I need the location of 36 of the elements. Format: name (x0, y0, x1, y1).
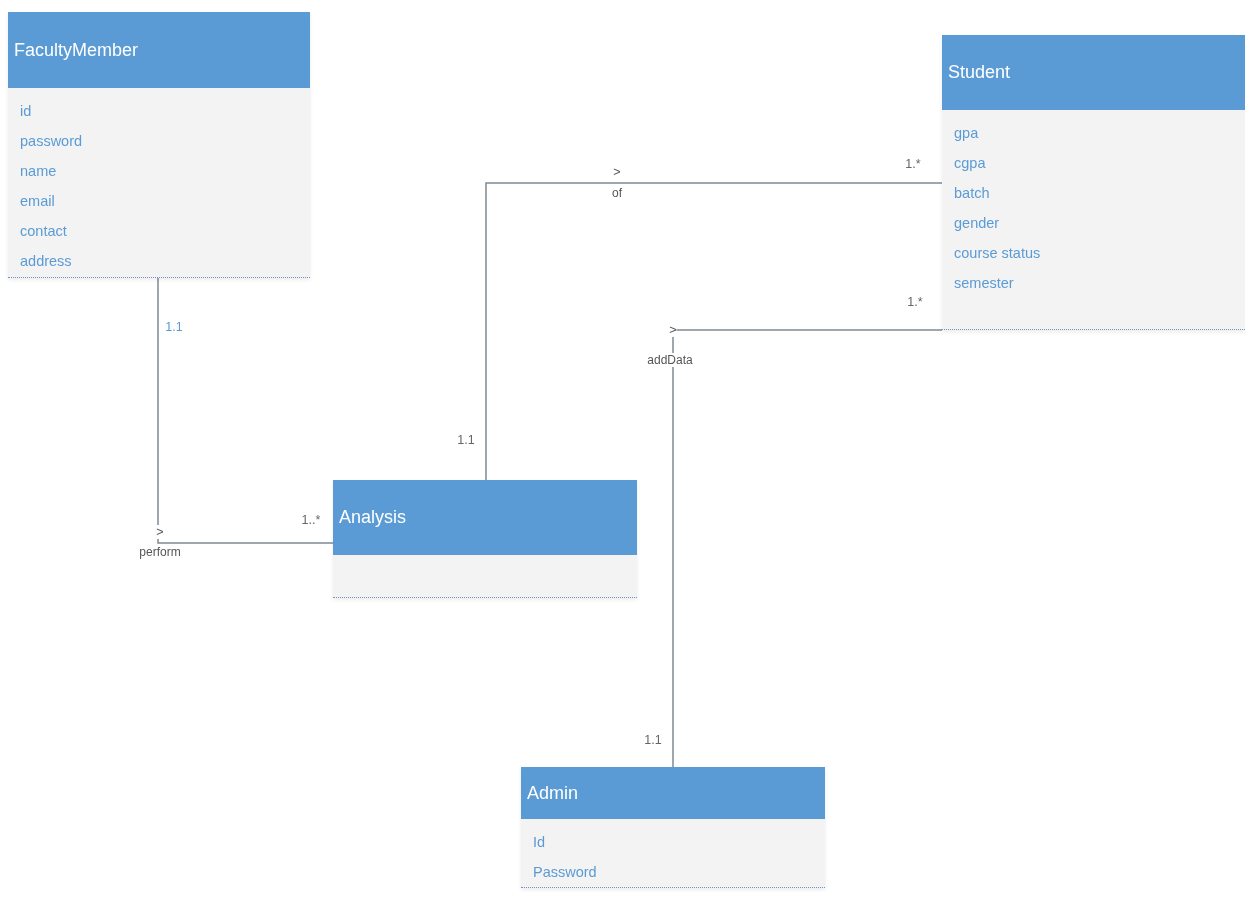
attribute-name: gpa (954, 124, 979, 143)
multiplicity-label: 1.1 (165, 320, 183, 334)
multiplicity-label: 1..* (301, 513, 321, 527)
multiplicity-label: 1.* (905, 157, 921, 171)
class-name: Analysis (339, 507, 407, 528)
association-line (672, 329, 943, 768)
attribute-name: cgpa (954, 154, 986, 173)
attribute-name: Id (533, 833, 546, 852)
attribute-name: id (20, 102, 32, 121)
edge-label: of (610, 186, 624, 200)
class-box (333, 480, 637, 598)
class-name: FacultyMember (14, 39, 139, 61)
attribute-name: gender (954, 214, 1000, 233)
attribute-name: semester (954, 274, 1014, 293)
class-name: Admin (527, 782, 579, 804)
attribute-name: address (20, 252, 72, 271)
class-box (521, 767, 825, 888)
attribute-name: course status (954, 244, 1041, 263)
attribute-name: email (20, 192, 55, 211)
class-name: Student (948, 62, 1011, 83)
direction-mark: > (156, 525, 164, 539)
multiplicity-label: 1.* (907, 295, 923, 309)
association-line (157, 277, 334, 544)
multiplicity-label: 1.1 (457, 433, 475, 447)
class-box (8, 12, 310, 278)
attribute-name: Password (533, 863, 597, 882)
edge-label: addData (645, 353, 695, 367)
association-line (485, 182, 943, 481)
attribute-name: contact (20, 222, 67, 241)
attribute-name: batch (954, 184, 990, 203)
direction-mark: > (669, 323, 677, 337)
edge-label: perform (137, 545, 183, 559)
attribute-name: password (20, 132, 83, 151)
multiplicity-label: 1.1 (644, 733, 662, 747)
attribute-name: name (20, 162, 57, 181)
class-box (942, 35, 1245, 330)
